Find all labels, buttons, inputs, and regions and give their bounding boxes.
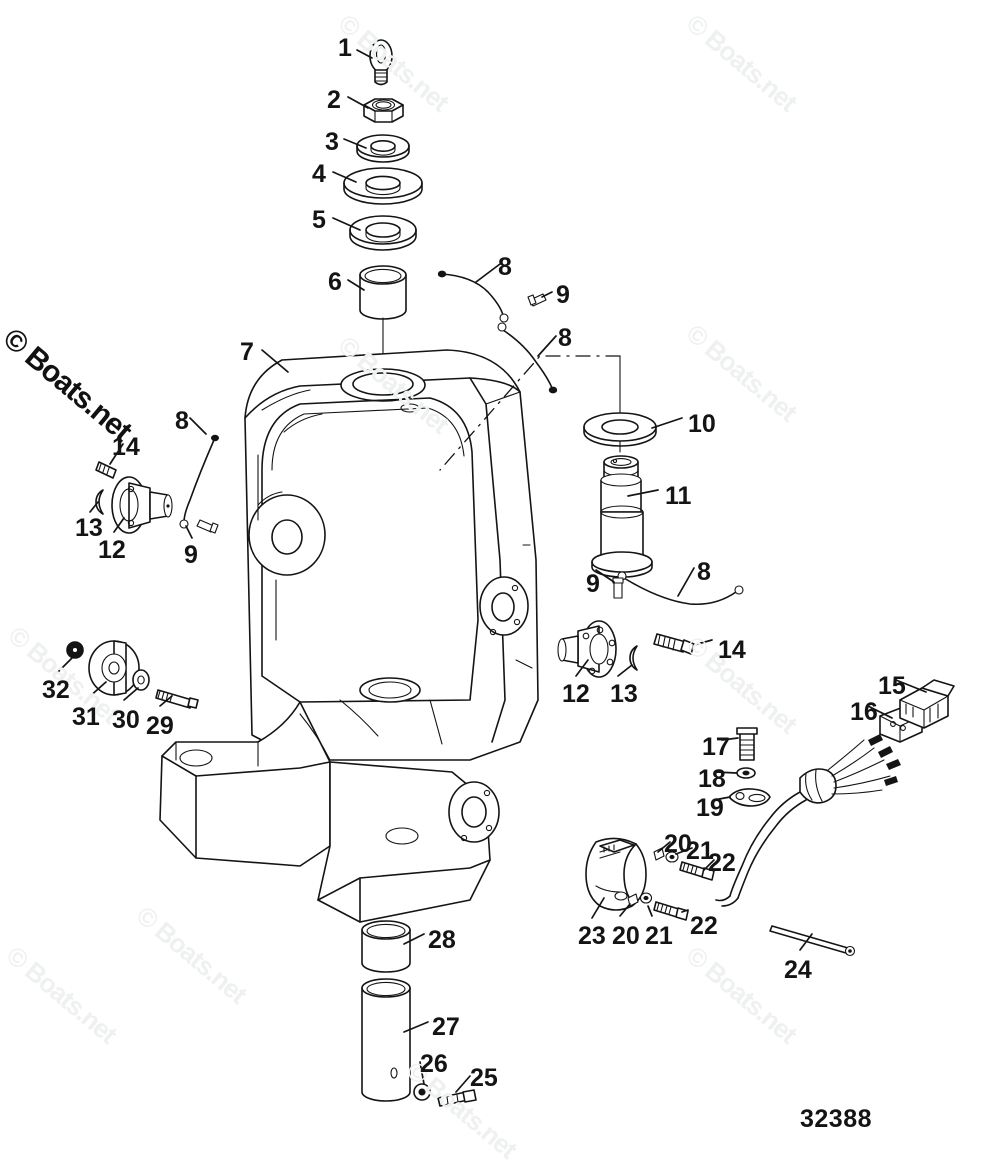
callout-washer-large: 4 (312, 160, 326, 188)
part-bolt-harness (736, 727, 758, 761)
callout-washer-harness: 18 (698, 765, 726, 793)
part-screw-ground-right (612, 577, 624, 599)
part-bushing-lower-short (361, 920, 411, 973)
part-retaining-ring-left (95, 489, 104, 515)
part-long-rod (769, 925, 856, 957)
callout-roller-wheel: 31 (72, 703, 100, 731)
part-nut-cap (66, 641, 84, 659)
part-bolt-roller (155, 689, 199, 709)
callout-cable-clamp: 19 (696, 794, 724, 822)
callout-lifting-eye: 1 (338, 34, 352, 62)
callout-ground-wire-left: 8 (175, 407, 189, 435)
part-wiring-harness (715, 679, 955, 907)
callout-screw-sender-lower: 22 (690, 912, 718, 940)
callout-connector-4-pin: 15 (878, 672, 906, 700)
part-grease-fitting-right (653, 633, 695, 655)
callout-screw-ground-right: 9 (586, 570, 600, 598)
part-screw-ground-left (196, 519, 219, 534)
callout-tube-long: 27 (432, 1013, 460, 1041)
callout-lock-washer-sender-upper: 21 (686, 837, 714, 865)
callout-swivel-shaft: 11 (665, 482, 692, 510)
part-washer-roller (132, 669, 150, 691)
part-fastener-sender-lower (627, 892, 689, 921)
callout-long-rod: 24 (784, 956, 812, 984)
part-trim-position-sender (585, 837, 647, 911)
part-swivel-bracket-housing (159, 349, 539, 923)
part-fastener-sender-upper (653, 847, 715, 881)
callout-bolt-roller: 29 (146, 712, 174, 740)
part-roller-wheel (88, 640, 140, 696)
callout-ground-wire-right: 8 (697, 558, 711, 586)
callout-bolt-tube: 25 (470, 1064, 498, 1092)
callout-washer-sender-upper: 20 (664, 830, 692, 858)
callout-nut-cap: 32 (42, 676, 70, 704)
leader-lines (57, 49, 927, 1093)
part-ground-wire-right (617, 571, 744, 606)
callout-ground-wire-upper: 8 (498, 253, 512, 281)
part-tube-long (361, 978, 411, 1102)
callout-grease-fitting-right: 14 (718, 636, 746, 664)
callout-ground-wire-lower: 8 (558, 324, 572, 352)
part-washer-small (356, 134, 410, 163)
callout-screw-ground-upper: 9 (556, 281, 570, 309)
callout-washer-flat: 5 (312, 206, 326, 234)
callout-connector-2-pin: 16 (850, 698, 878, 726)
part-ground-wire-left (179, 434, 219, 529)
part-grease-fitting-left (95, 461, 117, 479)
part-cable-clamp (729, 788, 771, 807)
callout-screw-sender-upper: 22 (708, 849, 736, 877)
callout-retaining-ring-right: 13 (610, 680, 638, 708)
callout-screw-ground-left: 9 (184, 541, 198, 569)
callout-grease-fitting-left: 14 (112, 433, 140, 461)
part-ground-wire-lower (497, 322, 558, 394)
part-retaining-ring-right (629, 645, 638, 671)
part-ground-wire-upper (437, 270, 509, 323)
part-bushing-cap-left (111, 476, 173, 534)
callout-lock-washer-sender-lower: 21 (645, 922, 673, 950)
part-washer-flat (349, 215, 417, 251)
callout-hex-nut: 2 (327, 86, 341, 114)
callout-washer-sender-lower: 20 (612, 922, 640, 950)
callout-washer-roller: 30 (112, 706, 140, 734)
callout-bushing-upper: 6 (328, 268, 342, 296)
callout-washer-tube: 26 (420, 1050, 448, 1078)
diagram-number: 32388 (800, 1105, 873, 1133)
callout-thrust-washer: 10 (688, 410, 716, 438)
callout-bushing-cap-right: 12 (562, 680, 590, 708)
callout-bushing-cap-left: 12 (98, 536, 126, 564)
part-swivel-shaft (591, 455, 653, 578)
part-washer-harness (736, 767, 756, 779)
callout-washer-small: 3 (325, 128, 339, 156)
part-hex-nut (363, 98, 404, 123)
callout-swivel-bracket-housing: 7 (240, 338, 254, 366)
callout-bolt-harness: 17 (702, 733, 730, 761)
axis-centerline (439, 355, 621, 471)
callout-trim-position-sender: 23 (578, 922, 606, 950)
callout-bushing-lower-short: 28 (428, 926, 456, 954)
part-washer-tube (413, 1083, 431, 1101)
part-thrust-washer (583, 412, 657, 447)
callout-retaining-ring-left: 13 (75, 514, 103, 542)
part-bolt-tube (437, 1089, 477, 1107)
part-washer-large (343, 167, 423, 205)
part-lifting-eye (369, 39, 393, 86)
part-bushing-cap-right (557, 620, 617, 678)
part-bushing-upper (359, 265, 407, 386)
